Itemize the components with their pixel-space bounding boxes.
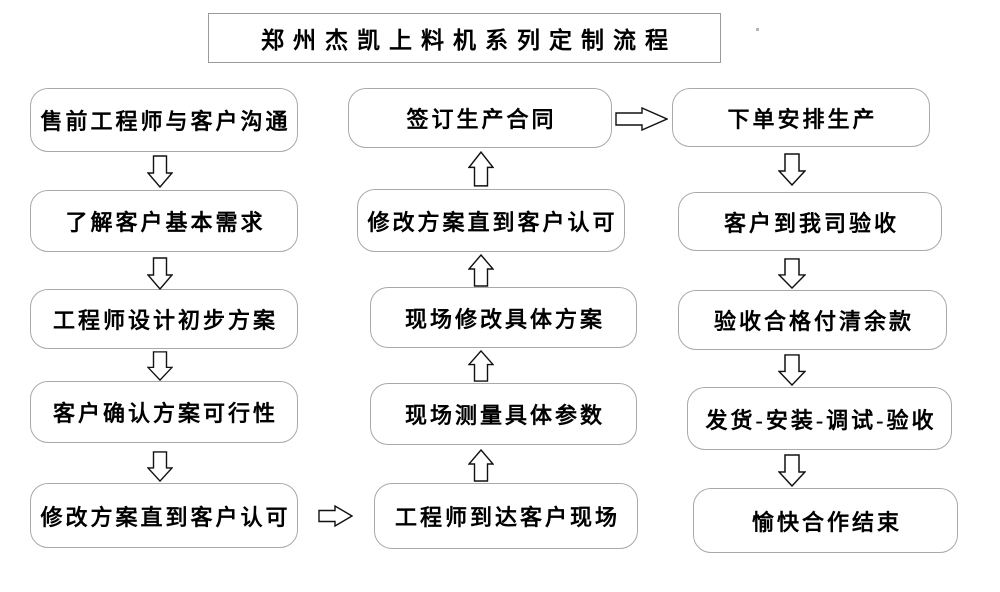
flow-node-confirm-feasibility: 客户确认方案可行性 (30, 381, 298, 443)
flow-node-sign-contract: 签订生产合同 (348, 88, 612, 148)
flow-node-revise-until-approved-middle: 修改方案直到客户认可 (357, 189, 625, 252)
flow-node-onsite-modify-plan: 现场修改具体方案 (370, 287, 637, 348)
stray-dot (756, 28, 759, 31)
right-arrow-icon (615, 107, 668, 131)
down-arrow-icon (147, 155, 173, 188)
flow-node-onsite-measure-params: 现场测量具体参数 (370, 383, 637, 445)
down-arrow-icon (778, 258, 806, 289)
flow-node-ship-install-debug-accept: 发货-安装-调试-验收 (687, 387, 952, 450)
flow-node-revise-until-approved-left: 修改方案直到客户认可 (30, 483, 298, 548)
up-arrow-icon (468, 151, 494, 187)
flow-node-presale-communication: 售前工程师与客户沟通 (30, 88, 298, 152)
down-arrow-icon (778, 454, 806, 487)
flow-node-engineer-arrives-onsite: 工程师到达客户现场 (374, 483, 638, 549)
flow-node-place-production-order: 下单安排生产 (672, 88, 930, 147)
page-title: 郑州杰凯上料机系列定制流程 (261, 28, 677, 53)
flow-node-understand-needs: 了解客户基本需求 (30, 190, 298, 252)
flow-node-initial-design: 工程师设计初步方案 (30, 289, 298, 349)
up-arrow-icon (468, 449, 494, 482)
flow-node-customer-acceptance-visit: 客户到我司验收 (678, 192, 942, 251)
title-box: 郑州杰凯上料机系列定制流程 (208, 13, 721, 63)
flow-node-happy-cooperation-end: 愉快合作结束 (693, 488, 958, 553)
down-arrow-icon (778, 153, 806, 186)
up-arrow-icon (468, 350, 494, 382)
up-arrow-icon (468, 254, 494, 287)
down-arrow-icon (778, 354, 806, 386)
down-arrow-icon (147, 351, 173, 381)
down-arrow-icon (147, 451, 173, 482)
down-arrow-icon (147, 257, 173, 290)
flow-node-pay-balance-after-acceptance: 验收合格付清余款 (678, 290, 947, 350)
right-arrow-icon (318, 505, 353, 527)
